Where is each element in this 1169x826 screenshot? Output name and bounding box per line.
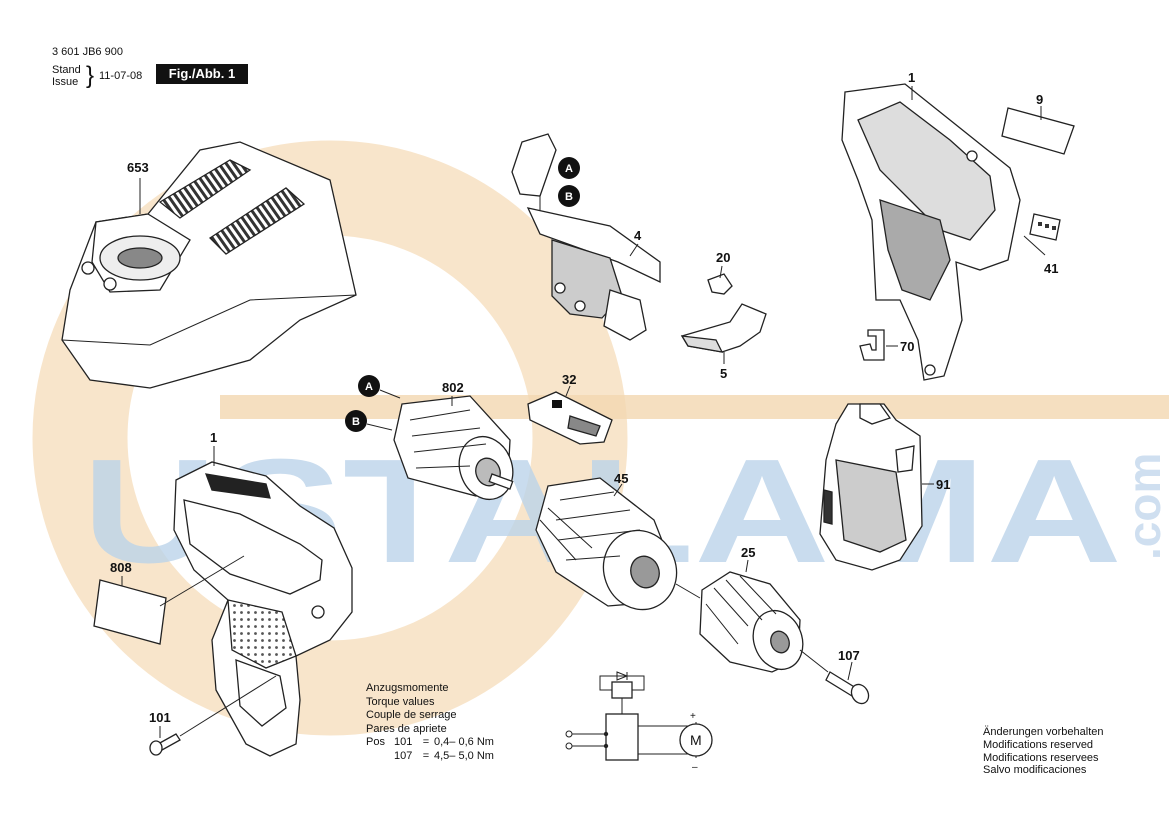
circuit-schematic: M + – <box>565 671 713 773</box>
header-brace: } <box>86 62 95 89</box>
torque-row: 107 = 4,5– 5,0 Nm <box>366 750 494 764</box>
housing-half-top-drawing <box>841 83 1021 381</box>
torque-title-en: Torque values <box>366 695 435 708</box>
part-label-107: 107 <box>838 648 860 663</box>
part-label-70: 70 <box>900 339 914 354</box>
torque-pos-label: Pos <box>366 736 385 748</box>
figure-label: Fig./Abb. 1 <box>156 64 248 84</box>
note-en: Modifications reserved <box>983 738 1094 751</box>
battery-contact-drawing <box>527 391 613 445</box>
torque-eq: = <box>422 749 430 762</box>
gearbox-drawing <box>535 477 678 611</box>
part-label-45: 45 <box>614 471 628 486</box>
slide-switch-drawing <box>680 303 767 353</box>
connector-b-top-label: B <box>565 191 573 203</box>
connector-a-top: A <box>558 157 580 179</box>
small-clip-drawing <box>707 273 733 295</box>
part-label-9: 9 <box>1036 92 1043 107</box>
connector-a-motor-label: A <box>365 381 373 393</box>
note-fr: Modifications reservees <box>983 751 1099 764</box>
motor-symbol-label: M <box>690 732 702 748</box>
connector-a-motor: A <box>358 375 380 397</box>
part-label-1-bottom: 1 <box>210 430 217 445</box>
part-label-4: 4 <box>634 228 642 243</box>
connector-b-motor-label: B <box>352 416 360 428</box>
document-code: 3 601 JB6 900 <box>52 46 123 58</box>
torque-values: Anzugsmomente Torque values Couple de se… <box>366 682 494 763</box>
part-label-802: 802 <box>442 380 464 395</box>
part-label-32: 32 <box>562 372 576 387</box>
torque-title-es: Pares de apriete <box>366 722 447 735</box>
part-label-41: 41 <box>1044 261 1058 276</box>
connector-b-motor: B <box>345 410 367 432</box>
motor-drawing <box>393 395 514 501</box>
screw-101-drawing <box>149 733 181 756</box>
spring-clip-drawing <box>859 329 885 361</box>
torque-title-fr: Couple de serrage <box>366 709 457 721</box>
housing-half-bottom-drawing <box>173 461 353 757</box>
connector-a-top-label: A <box>565 163 573 175</box>
screw-107-drawing <box>825 671 870 705</box>
charger-drawing <box>61 141 357 389</box>
torque-title-de: Anzugsmomente <box>366 682 449 694</box>
switch-drawing <box>511 133 661 341</box>
issue-date: 11-07-08 <box>99 70 143 82</box>
part-label-91: 91 <box>936 477 950 492</box>
connector-b-top: B <box>558 185 580 207</box>
svg-text:+: + <box>690 711 696 722</box>
chuck-drawing <box>699 571 804 673</box>
note-de: Änderungen vorbehalten <box>983 726 1104 738</box>
stand-label: Stand <box>52 64 81 76</box>
watermark-suffix: .com <box>1118 453 1169 560</box>
torque-pos: 101 <box>394 736 413 748</box>
part-label-808: 808 <box>110 560 132 575</box>
torque-eq: = <box>422 736 430 748</box>
label-strip-drawing <box>1029 213 1061 241</box>
torque-value: 0,4– 0,6 Nm <box>434 736 494 748</box>
nameplate-drawing <box>1001 107 1075 155</box>
part-label-5: 5 <box>720 366 727 381</box>
modification-notes: Änderungen vorbehalten Modifications res… <box>983 726 1103 777</box>
part-label-20: 20 <box>716 250 730 265</box>
torque-value: 4,5– 5,0 Nm <box>434 749 494 762</box>
label-808-drawing <box>93 579 167 645</box>
part-label-101: 101 <box>149 710 171 725</box>
part-label-1-top: 1 <box>908 70 915 85</box>
part-label-25: 25 <box>741 545 755 560</box>
svg-text:–: – <box>692 762 698 773</box>
torque-pos: 107 <box>394 749 413 762</box>
issue-label: Issue <box>52 76 79 88</box>
note-es: Salvo modificaciones <box>983 764 1087 777</box>
part-label-653: 653 <box>127 160 149 175</box>
watermark-band <box>220 395 1169 419</box>
battery-pack-drawing <box>819 403 923 571</box>
torque-row: Pos 101 = 0,4– 0,6 Nm <box>366 736 494 750</box>
